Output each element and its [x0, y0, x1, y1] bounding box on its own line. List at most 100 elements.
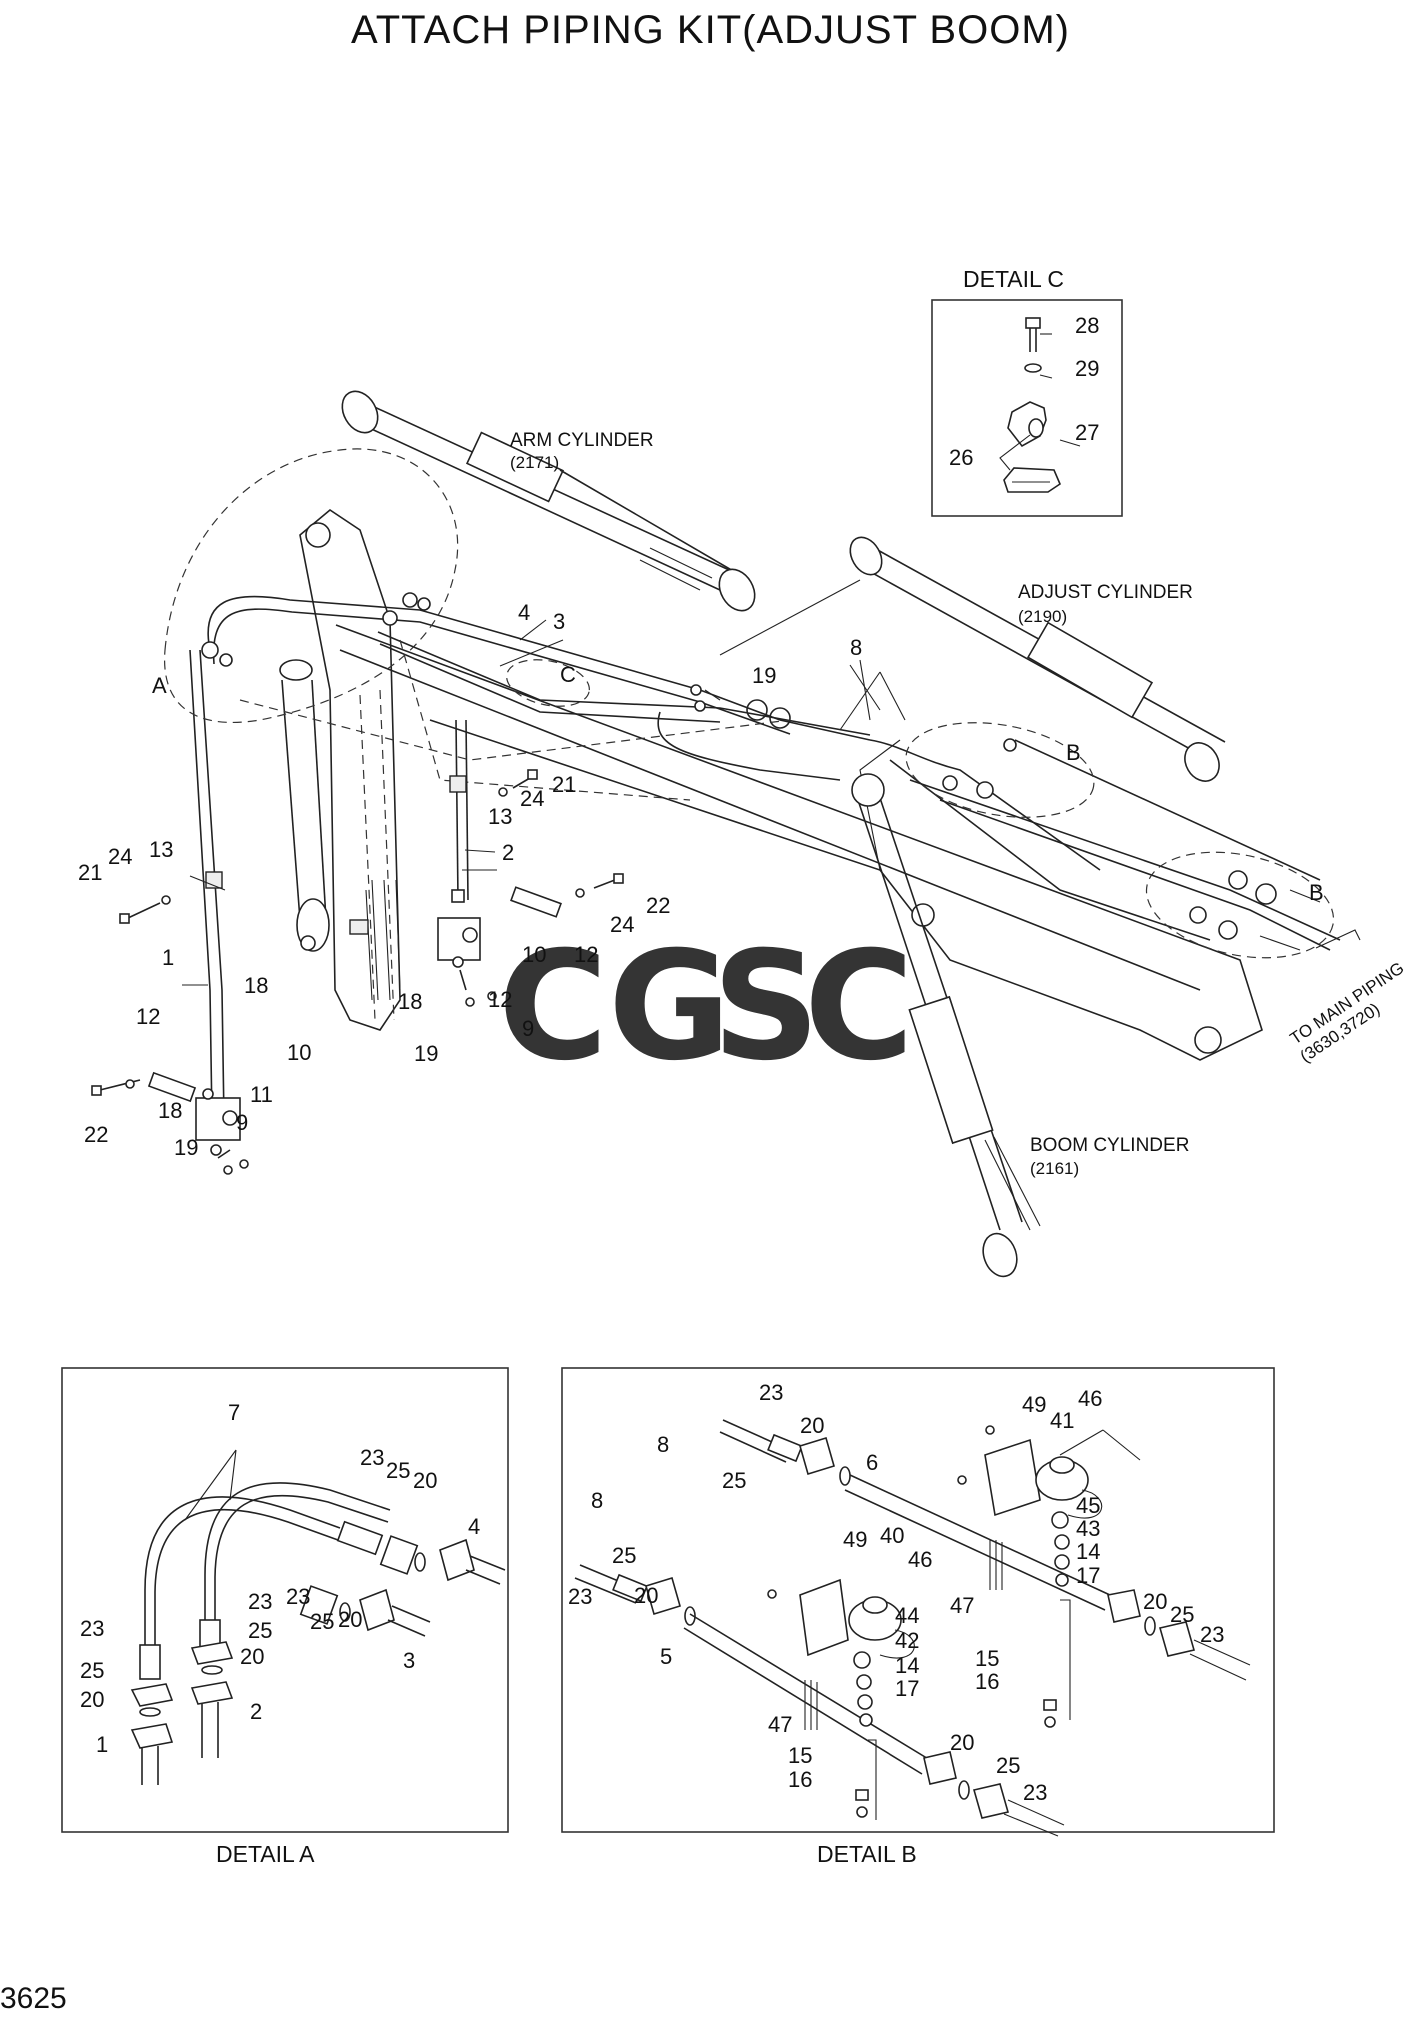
callout: 23 [360, 1445, 384, 1470]
callout: 21 [78, 860, 102, 885]
detail-c-parts [1003, 317, 1061, 493]
callout: 20 [634, 1583, 658, 1608]
bracket-12-upper [510, 886, 562, 918]
callout: 18 [244, 973, 268, 998]
callout: 15 [975, 1646, 999, 1671]
leader-lines [182, 333, 1141, 1521]
callout: 7 [228, 1400, 240, 1425]
view-marker-a: A [152, 673, 167, 698]
callout: 47 [768, 1712, 792, 1737]
callout: 8 [657, 1432, 669, 1457]
callout: 49 [1022, 1392, 1046, 1417]
callout: 16 [788, 1767, 812, 1792]
detail-a-title: DETAIL A [216, 1841, 315, 1867]
callout: 13 [149, 837, 173, 862]
watermark-letter: C [498, 920, 608, 1094]
callout: 23 [80, 1616, 104, 1641]
callout: 19 [414, 1041, 438, 1066]
arm-cylinder [341, 390, 756, 612]
callout: 20 [1143, 1589, 1167, 1614]
bracket-12-left [147, 1071, 197, 1103]
callout: 23 [568, 1584, 592, 1609]
callout: 4 [518, 600, 530, 625]
callout: 20 [240, 1644, 264, 1669]
piping-lines [189, 595, 1341, 1121]
callout: 45 [1076, 1493, 1100, 1518]
callout: 29 [1075, 356, 1099, 381]
callout: 12 [488, 987, 512, 1012]
callout: 20 [800, 1413, 824, 1438]
detail-b-title: DETAIL B [817, 1841, 917, 1867]
callout: 12 [136, 1004, 160, 1029]
callout: 22 [646, 893, 670, 918]
callout: 23 [286, 1584, 310, 1609]
callout: 24 [610, 912, 634, 937]
callout: 24 [108, 844, 132, 869]
detail-c-frame [931, 299, 1123, 517]
callout: 14 [1076, 1539, 1100, 1564]
callouts-detail-c: 26 27 28 29 [949, 313, 1099, 470]
detail-b2-outline [1145, 851, 1335, 959]
callout: 25 [722, 1468, 746, 1493]
callout: 25 [996, 1753, 1020, 1778]
adjust-cylinder [849, 536, 1226, 782]
callout: 20 [338, 1607, 362, 1632]
callout: 17 [895, 1676, 919, 1701]
callout: 44 [895, 1603, 919, 1628]
callout: 26 [949, 445, 973, 470]
main-assembly [91, 390, 1361, 1278]
detail-b-parts [574, 1419, 1251, 1837]
page-title: ATTACH PIPING KIT(ADJUST BOOM) [351, 8, 1070, 52]
callout: 6 [866, 1450, 878, 1475]
callout: 8 [850, 635, 862, 660]
callout: 3 [403, 1648, 415, 1673]
callout: 2 [250, 1699, 262, 1724]
watermark-letter: S [712, 920, 820, 1094]
callout: 25 [1170, 1602, 1194, 1627]
detail-b1-outline [905, 722, 1095, 818]
callout: 41 [1050, 1408, 1074, 1433]
callout: 40 [880, 1523, 904, 1548]
callout: 10 [522, 942, 546, 967]
boom-cylinder-label: BOOM CYLINDER [1030, 1135, 1189, 1156]
watermark: C G S C [498, 920, 914, 1094]
callout: 25 [310, 1609, 334, 1634]
callout: 25 [612, 1543, 636, 1568]
arm-cylinder-label: ARM CYLINDER [510, 430, 654, 451]
detail-c-title: DETAIL C [963, 266, 1064, 292]
valve-block-10-left [195, 1097, 241, 1141]
detail-a-parts [130, 1482, 506, 1785]
callout: 23 [759, 1380, 783, 1405]
callout: 25 [248, 1618, 272, 1643]
bucket-cylinder [279, 659, 330, 952]
callout: 19 [174, 1135, 198, 1160]
callout: 10 [287, 1040, 311, 1065]
callout: 4 [468, 1514, 480, 1539]
callout: 23 [1023, 1780, 1047, 1805]
callout: 23 [1200, 1622, 1224, 1647]
detail-a-outline [164, 448, 459, 724]
callout: 13 [488, 804, 512, 829]
callout: 27 [1075, 420, 1099, 445]
callout: 18 [158, 1098, 182, 1123]
callouts-main: 1 2 3 4 8 9 9 10 10 11 12 12 12 13 13 18… [78, 600, 862, 1160]
callout: 9 [522, 1016, 534, 1041]
callouts-detail-b: 5 6 8 8 14 14 15 15 16 16 17 17 20 20 20… [568, 1380, 1224, 1805]
callout: 21 [552, 772, 576, 797]
callouts-detail-a: 1 2 3 4 7 20 20 20 20 23 23 23 23 25 25 … [80, 1400, 480, 1757]
callout: 22 [84, 1122, 108, 1147]
callout: 43 [1076, 1516, 1100, 1541]
callout: 20 [413, 1468, 437, 1493]
callout: 11 [250, 1082, 273, 1107]
callout: 23 [248, 1589, 272, 1614]
adjust-cylinder-label: ADJUST CYLINDER [1018, 582, 1193, 603]
callout: 1 [162, 945, 174, 970]
callout: 17 [1076, 1563, 1100, 1588]
callout: 15 [788, 1743, 812, 1768]
detail-c-outline [506, 659, 590, 707]
callout: 14 [895, 1653, 919, 1678]
callout: 25 [80, 1658, 104, 1683]
callout: 9 [236, 1110, 248, 1135]
callout: 47 [950, 1593, 974, 1618]
